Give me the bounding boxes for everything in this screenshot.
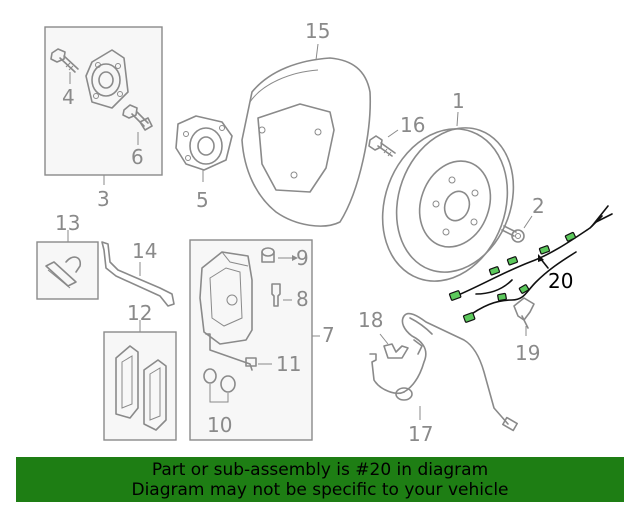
callout-8: 8	[296, 287, 309, 311]
brake-splash-shield[interactable]	[241, 57, 372, 227]
wheel-hub[interactable]	[85, 49, 129, 109]
brake-wear-sensor-20[interactable]	[448, 205, 613, 323]
guide-pin-11[interactable]	[205, 333, 257, 371]
callout-6: 6	[131, 145, 144, 169]
hose-clip-18[interactable]	[383, 343, 409, 359]
brake-pads[interactable]	[115, 345, 167, 431]
callout-13: 13	[55, 211, 80, 235]
callout-12: 12	[127, 301, 152, 325]
sensor-bracket-19[interactable]	[513, 297, 535, 329]
brake-caliper[interactable]	[199, 251, 253, 345]
info-banner: Part or sub-assembly is #20 in diagram D…	[16, 457, 624, 502]
shield-bolt-16[interactable]	[368, 135, 396, 157]
pad-shim[interactable]	[45, 256, 82, 289]
bleeder-screw-8[interactable]	[271, 283, 281, 307]
callout-11: 11	[276, 352, 301, 376]
callout-15: 15	[305, 19, 330, 43]
hub-bolt-6[interactable]	[122, 104, 153, 131]
callout-3: 3	[97, 187, 110, 211]
callout-2: 2	[532, 194, 545, 218]
callout-17: 17	[408, 422, 433, 446]
banner-line-2: Diagram may not be specific to your vehi…	[131, 480, 509, 500]
callout-19: 19	[515, 341, 540, 365]
anti-rattle-spring[interactable]	[101, 241, 175, 307]
callout-18: 18	[358, 308, 383, 332]
callout-16: 16	[400, 113, 425, 137]
brake-rotor[interactable]	[362, 111, 533, 299]
parts-diagram: 4 6 3 5 15 16	[36, 19, 613, 446]
bleeder-cap-9[interactable]	[261, 247, 275, 263]
caliper-group: 9 8 11 10	[189, 239, 313, 441]
callout-10: 10	[207, 413, 232, 437]
brake-hose-17[interactable]	[369, 312, 518, 432]
callout-7: 7	[322, 323, 335, 347]
callout-4: 4	[62, 85, 75, 109]
callout-14: 14	[132, 239, 157, 263]
rotor-screw-2[interactable]	[501, 225, 525, 243]
callout-1: 1	[452, 89, 465, 113]
callout-9: 9	[296, 246, 309, 270]
callout-5: 5	[196, 188, 209, 212]
hub-assembly-group: 4 6 3	[44, 26, 163, 211]
brake-pads-group	[103, 331, 177, 441]
pad-shim-group	[36, 241, 99, 300]
hub-bolt-4[interactable]	[50, 48, 79, 73]
caliper-seals-10[interactable]	[203, 368, 236, 393]
callout-20: 20	[548, 269, 573, 293]
wheel-bearing[interactable]	[175, 115, 233, 171]
shim-box	[36, 241, 99, 300]
banner-line-1: Part or sub-assembly is #20 in diagram	[151, 460, 489, 480]
